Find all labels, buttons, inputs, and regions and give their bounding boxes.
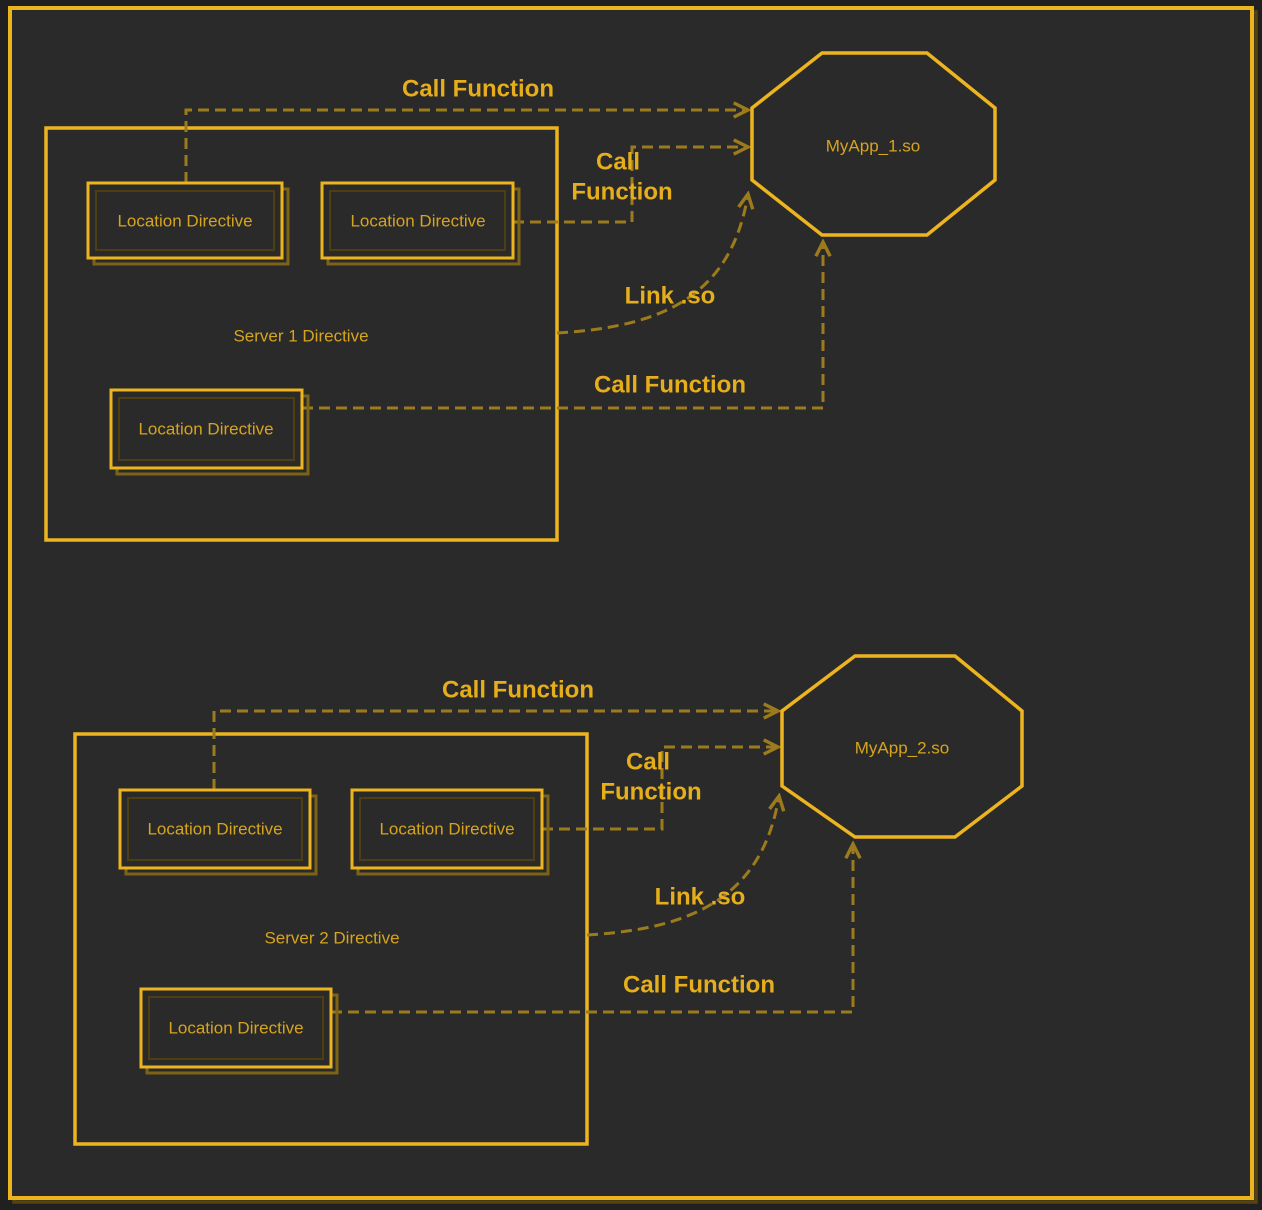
box-inner-border (118, 397, 295, 461)
location-directive-label: Location Directive (379, 820, 514, 839)
server-1-box (44, 126, 559, 542)
location-directive-label: Location Directive (168, 1019, 303, 1038)
location-directive-label: Location Directive (138, 420, 273, 439)
edge-label-call-line2: Function (571, 179, 672, 206)
location-directive-label: Location Directive (147, 820, 282, 839)
myapp-1-label: MyApp_1.so (826, 137, 921, 156)
server-2-box (73, 732, 589, 1146)
box-inner-border (329, 190, 506, 251)
box-inner-border (95, 190, 275, 251)
location-directive-label: Location Directive (350, 212, 485, 231)
myapp-2-label: MyApp_2.so (855, 739, 950, 758)
edge-call-function-mid-1 (513, 147, 748, 224)
server-2-label: Server 2 Directive (264, 929, 399, 948)
edge-call-function-top-1 (184, 110, 748, 183)
edge-label-call-line2: Function (600, 779, 701, 806)
location-directive-box: Location Directive (86, 181, 290, 266)
box-border (86, 181, 284, 260)
edge-link-so-1 (556, 194, 748, 335)
edge-label-call-line1: Call (596, 149, 640, 176)
location-directive-box: Location Directive (139, 987, 339, 1075)
location-directive-box: Location Directive (109, 388, 310, 476)
edge-label-call-function-top: Call Function (402, 76, 554, 103)
box-inner-border (148, 996, 324, 1060)
edge-call-function-bottom-1 (302, 242, 823, 410)
box-border (320, 181, 515, 260)
edge-label-call-function-top: Call Function (442, 677, 594, 704)
myapp-1-octagon (750, 51, 997, 237)
box-border (109, 388, 304, 470)
location-directive-box: Location Directive (350, 788, 550, 876)
location-directive-box: Location Directive (118, 788, 318, 876)
edge-label-link-so: Link .so (655, 884, 746, 911)
box-border (350, 788, 544, 870)
box-border (139, 987, 333, 1069)
myapp-2-octagon (780, 654, 1024, 839)
edge-call-function-bottom-2 (331, 844, 853, 1014)
edge-label-call-function-bottom: Call Function (623, 972, 775, 999)
section-server-2: Location Directive Location Directive Lo… (73, 654, 1024, 1146)
box-border (118, 788, 312, 870)
edge-link-so-2 (586, 796, 779, 937)
section-server-1: Location Directive Location Directive Lo… (44, 51, 997, 542)
edge-label-call-line1: Call (626, 749, 670, 776)
edge-label-link-so: Link .so (625, 283, 716, 310)
box-inner-border (127, 797, 303, 861)
box-inner-border (359, 797, 535, 861)
edge-call-function-mid-2 (542, 747, 778, 831)
edge-label-call-function-bottom: Call Function (594, 372, 746, 399)
server-1-label: Server 1 Directive (233, 327, 368, 346)
edge-call-function-top-2 (212, 711, 778, 790)
location-directive-label: Location Directive (117, 212, 252, 231)
location-directive-box: Location Directive (320, 181, 521, 266)
